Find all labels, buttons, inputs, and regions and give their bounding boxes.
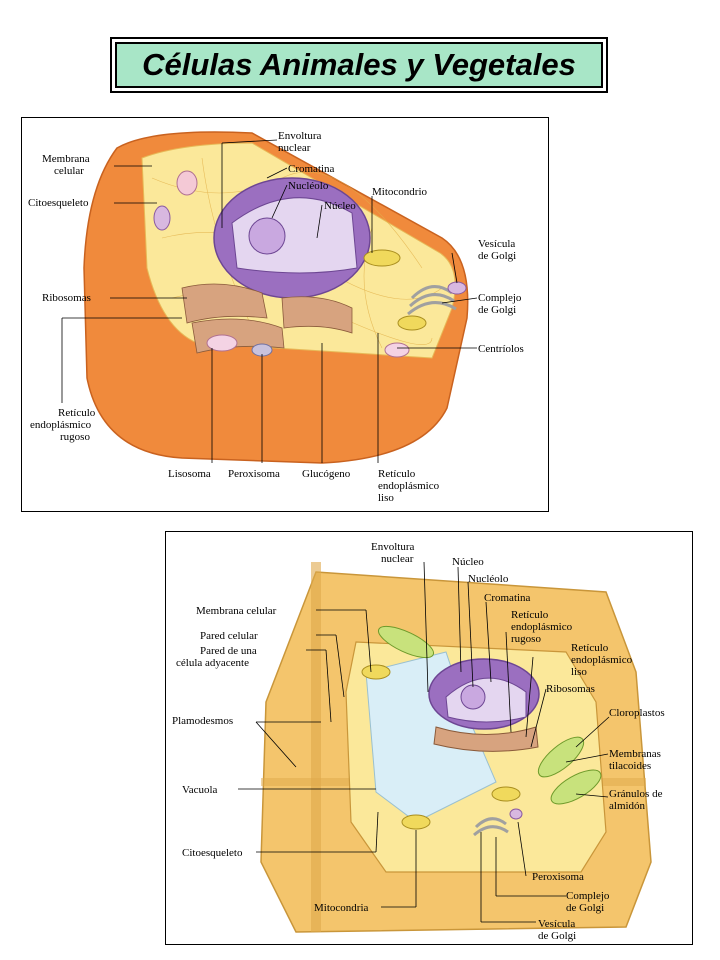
svg-text:tilacoides: tilacoides xyxy=(609,760,651,772)
plant-vacuole xyxy=(365,651,497,823)
label-nucleolo: Nucléolo xyxy=(288,180,329,192)
label-reticulo-rugoso: Retículo xyxy=(58,407,96,419)
label-mitocondrio: Mitocondrio xyxy=(372,186,427,198)
label-peroxisoma: Peroxisoma xyxy=(532,871,584,883)
label-reticulo-liso: Retículo xyxy=(571,642,609,654)
label-vesicula-golgi: Vesícula xyxy=(538,918,575,930)
animal-mitochondrion xyxy=(363,249,401,267)
svg-text:endoplásmico: endoplásmico xyxy=(30,419,92,431)
label-cloroplastos: Cloroplastos xyxy=(609,707,665,719)
svg-text:célula adyacente: célula adyacente xyxy=(176,657,249,669)
label-citoesqueleto: Citoesqueleto xyxy=(182,847,243,859)
svg-text:de Golgi: de Golgi xyxy=(566,902,604,914)
label-mitocondria: Mitocondria xyxy=(314,902,368,914)
label-membranas-tilacoides: Membranas xyxy=(609,748,661,760)
svg-text:de Golgi: de Golgi xyxy=(478,250,516,262)
plant-peroxisome xyxy=(509,808,523,820)
svg-text:liso: liso xyxy=(378,492,394,504)
plant-cell-diagram: Envoltura nuclear Núcleo Nucléolo Cromat… xyxy=(172,541,665,942)
plant-chloroplasts xyxy=(377,625,602,805)
plant-golgi xyxy=(473,817,509,837)
label-pared-adyacente: Pared de una xyxy=(200,645,257,657)
svg-text:rugoso: rugoso xyxy=(60,431,90,443)
svg-text:liso: liso xyxy=(571,666,587,678)
svg-text:rugoso: rugoso xyxy=(511,633,541,645)
svg-text:nuclear: nuclear xyxy=(278,142,311,154)
svg-text:de Golgi: de Golgi xyxy=(538,930,576,942)
label-membrana-celular: Membrana celular xyxy=(196,605,277,617)
label-plamodesmos: Plamodesmos xyxy=(172,715,233,727)
title-box: Células Animales y Vegetales xyxy=(110,37,608,93)
svg-text:endoplásmico: endoplásmico xyxy=(511,621,573,633)
label-nucleolo: Nucléolo xyxy=(468,573,509,585)
label-cromatina: Cromatina xyxy=(288,163,335,175)
svg-text:endoplásmico: endoplásmico xyxy=(378,480,440,492)
label-membrana-celular: Membrana xyxy=(42,153,90,165)
svg-text:de Golgi: de Golgi xyxy=(478,304,516,316)
label-vesicula-golgi: Vesícula xyxy=(478,238,515,250)
label-pared-celular: Pared celular xyxy=(200,630,258,642)
svg-text:nuclear: nuclear xyxy=(381,553,414,565)
label-envoltura-nuclear: Envoltura xyxy=(278,130,321,142)
label-vacuola: Vacuola xyxy=(182,784,218,796)
page-title: Células Animales y Vegetales xyxy=(115,42,603,88)
label-envoltura-nuclear: Envoltura xyxy=(371,541,414,553)
label-granulos-almidon: Gránulos de xyxy=(609,788,663,800)
label-glucogeno: Glucógeno xyxy=(302,468,351,480)
label-nucleo: Núcleo xyxy=(452,556,484,568)
label-complejo-golgi: Complejo xyxy=(566,890,610,902)
svg-text:almidón: almidón xyxy=(609,800,646,812)
label-ribosomas: Ribosomas xyxy=(546,683,595,695)
animal-nucleolus xyxy=(248,217,286,255)
label-nucleo: Núcleo xyxy=(324,200,356,212)
label-lisosoma: Lisosoma xyxy=(168,468,211,480)
label-ribosomas: Ribosomas xyxy=(42,292,91,304)
plant-cell-panel: Envoltura nuclear Núcleo Nucléolo Cromat… xyxy=(165,531,693,945)
svg-text:celular: celular xyxy=(54,165,84,177)
plant-rough-er xyxy=(433,726,539,752)
label-centriolos: Centríolos xyxy=(478,343,524,355)
animal-leader-lines xyxy=(61,139,478,463)
svg-text:endoplásmico: endoplásmico xyxy=(571,654,633,666)
animal-lysosome xyxy=(206,334,238,352)
plant-mitochondrion xyxy=(361,664,391,680)
plant-nucleolus xyxy=(460,684,486,710)
label-cromatina: Cromatina xyxy=(484,592,531,604)
label-citoesqueleto: Citoesqueleto xyxy=(28,197,89,209)
label-reticulo-rugoso: Retículo xyxy=(511,609,549,621)
label-complejo-golgi: Complejo xyxy=(478,292,522,304)
label-reticulo-liso: Retículo xyxy=(378,468,416,480)
animal-cell-diagram: Envoltura nuclear Membrana celular Croma… xyxy=(28,130,524,504)
animal-cell-panel: Envoltura nuclear Membrana celular Croma… xyxy=(21,117,549,512)
plant-leader-lines xyxy=(238,561,610,923)
label-peroxisoma: Peroxisoma xyxy=(228,468,280,480)
